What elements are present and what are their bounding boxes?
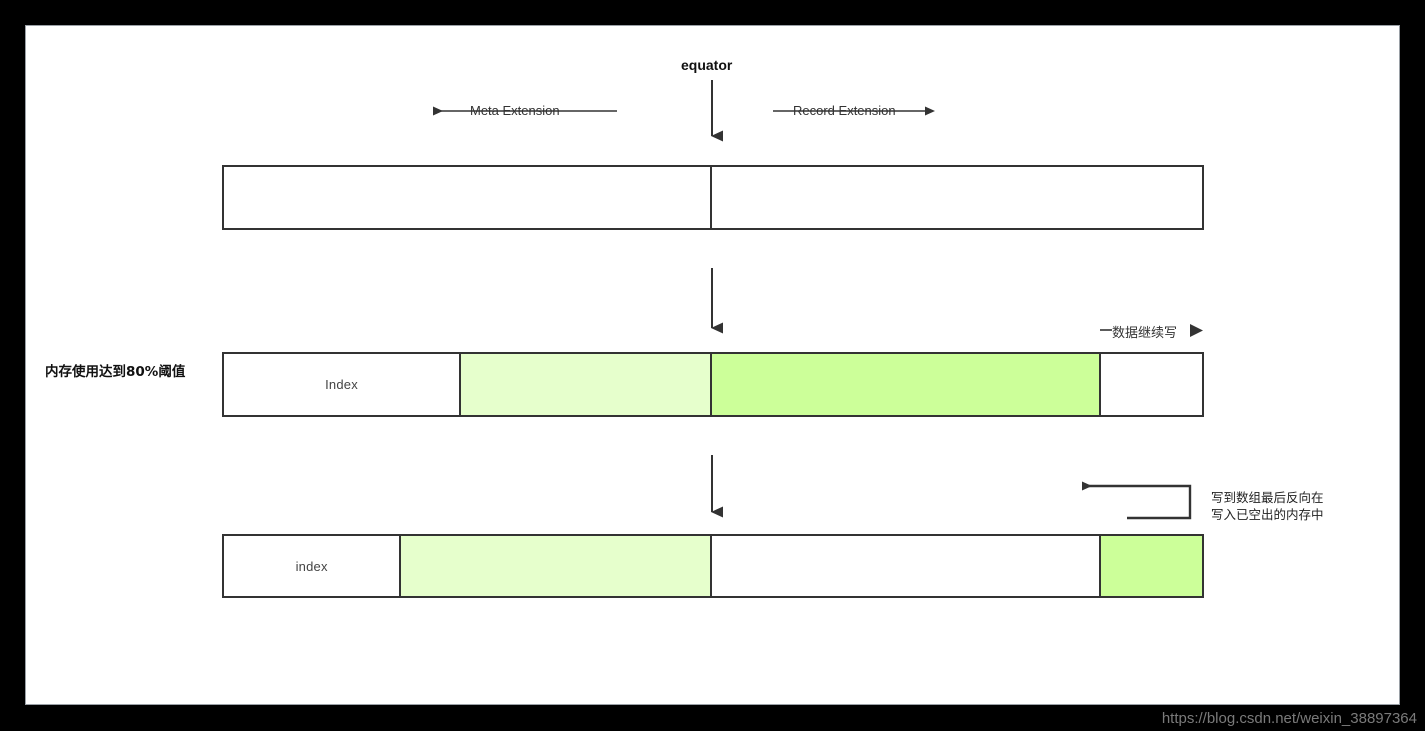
equator-label: equator [681,57,733,73]
segment-3-index: index [224,536,402,596]
segment-2-pale-green [461,354,712,415]
record-extension-label: Record Extension [793,103,896,118]
memory-bar-row-3: index [222,534,1204,598]
segment-3-bright-green [1101,536,1203,596]
segment-3-pale-green [401,536,713,596]
segment-2-bright-green [712,354,1102,415]
segment-3-free [712,536,1102,596]
memory-bar-row-2: Index [222,352,1204,417]
memory-threshold-label: 内存使用达到80%阈值 [45,364,186,380]
segment-2-index: Index [224,354,462,415]
reverse-write-note-line2: 写入已空出的内存中 [1211,507,1324,522]
segment-1-1 [224,167,713,228]
meta-extension-label: Meta Extension [470,103,560,118]
watermark-url: https://blog.csdn.net/weixin_38897364 [1161,710,1417,727]
memory-bar-row-1 [222,165,1204,230]
segment-2-free [1101,354,1202,415]
segment-1-2 [712,167,1202,228]
continue-write-label: 数据继续写 [1112,326,1178,341]
reverse-write-note-line1: 写到数组最后反向在 [1211,490,1324,505]
